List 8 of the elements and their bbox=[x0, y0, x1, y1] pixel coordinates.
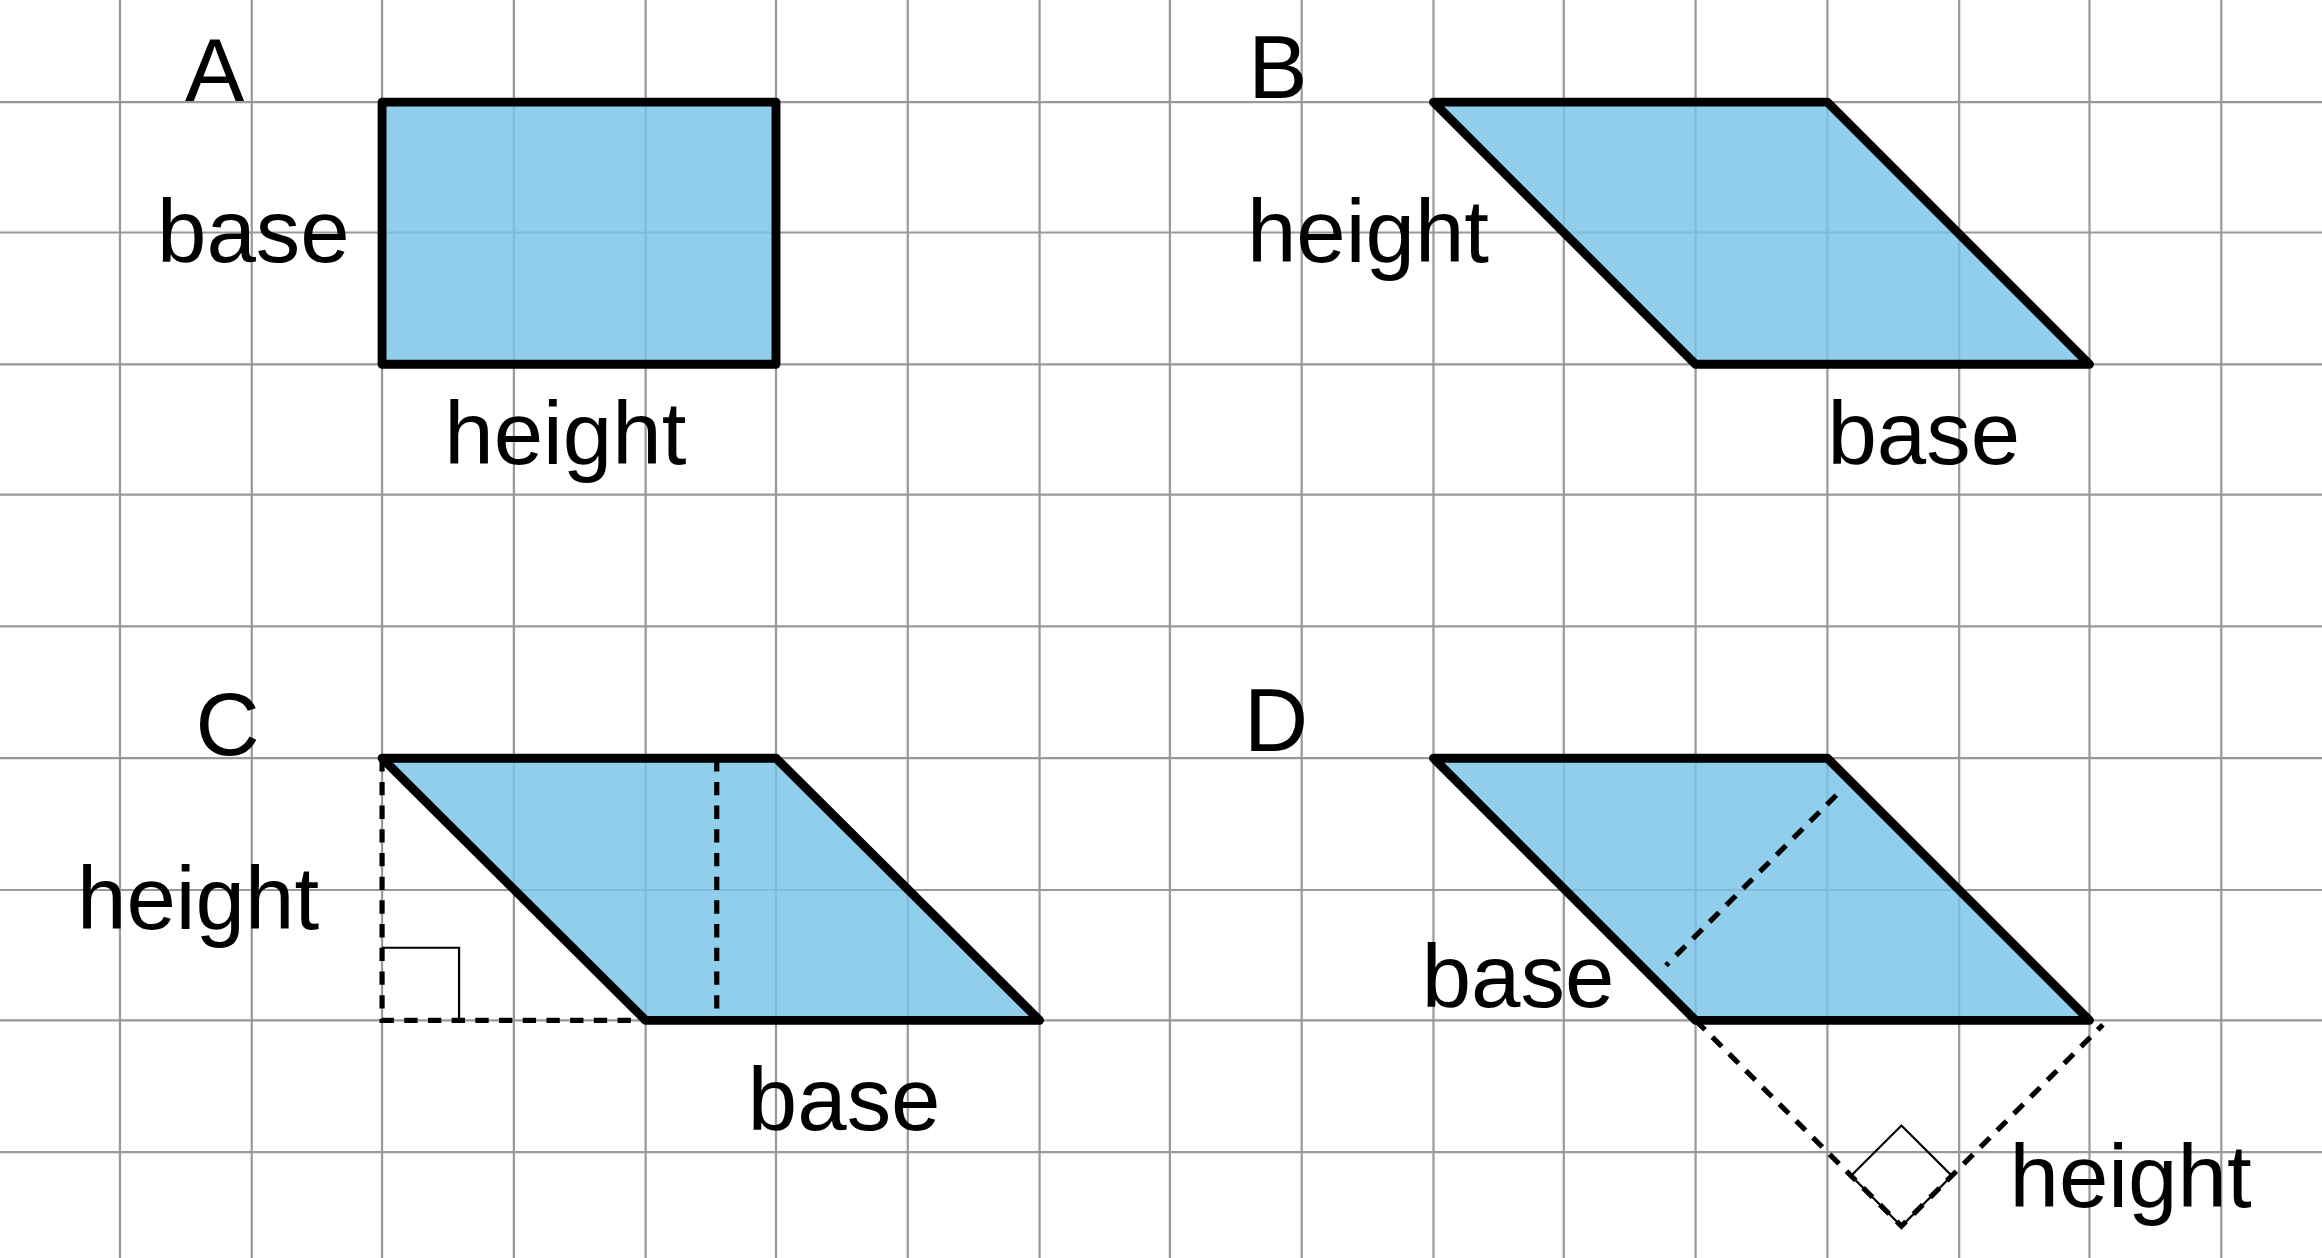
side-label: base bbox=[747, 1055, 941, 1145]
panel-letter: B bbox=[1248, 23, 1308, 113]
side-label: base bbox=[156, 188, 350, 277]
panel-letter: D bbox=[1243, 676, 1309, 766]
side-label: base bbox=[1827, 389, 2021, 479]
panel-letter: A bbox=[185, 26, 245, 116]
panel-letter: C bbox=[195, 681, 260, 771]
side-label: base bbox=[1421, 932, 1615, 1022]
